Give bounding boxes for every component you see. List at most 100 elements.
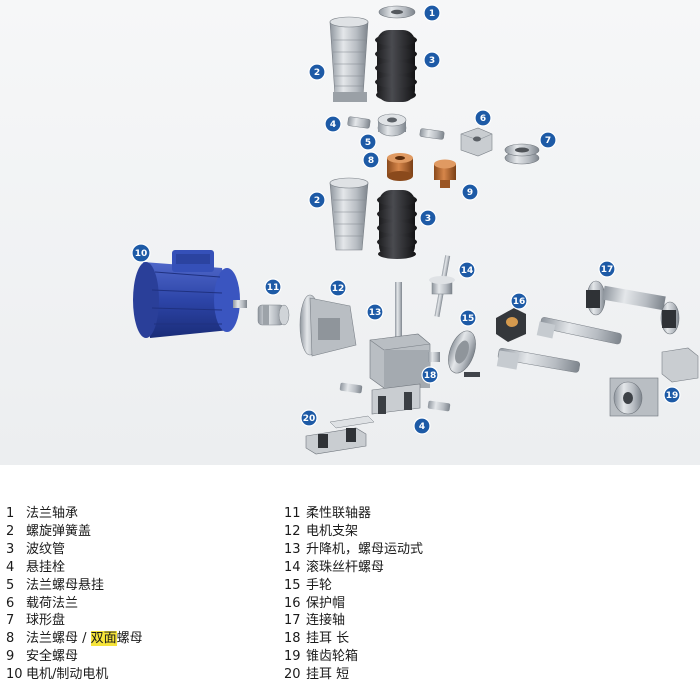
motor-part: [133, 250, 247, 338]
connecting-shaft-part: [586, 280, 680, 335]
legend-number: 17: [284, 613, 301, 629]
callout-16: 16: [510, 292, 528, 310]
callout-11: 11: [264, 278, 282, 296]
svg-text:10: 10: [135, 249, 148, 259]
svg-text:12: 12: [332, 284, 345, 294]
callout-9: 9: [461, 183, 479, 201]
callout-20: 20: [300, 409, 318, 427]
exploded-parts-diagram: 1 2 3 4 5 6 7 8 9 2 3 10 11 12 13 14 15 …: [0, 0, 700, 465]
svg-text:5: 5: [365, 138, 371, 148]
callout-5: 5: [359, 133, 377, 151]
parts-illustration: 1 2 3 4 5 6 7 8 9 2 3 10 11 12 13 14 15 …: [131, 4, 699, 455]
legend-number: 10: [6, 667, 23, 683]
callout-8: 8: [362, 151, 380, 169]
callout-2b: 2: [308, 191, 326, 209]
legend-label: 电机/制动电机: [26, 667, 109, 683]
callout-3b: 3: [419, 209, 437, 227]
legend-number: 5: [6, 577, 15, 593]
svg-text:8: 8: [368, 156, 374, 166]
legend-label: 手轮: [306, 577, 333, 593]
callout-2: 2: [308, 63, 326, 81]
legend-label: 球形盘: [26, 613, 66, 629]
legend-label: 法兰轴承: [26, 506, 79, 521]
hanger-bolt-part: [347, 116, 371, 129]
protection-cap-part: [496, 308, 526, 342]
bellows-part-mid: [377, 190, 417, 259]
handwheel-part: [448, 330, 480, 377]
callout-13: 13: [366, 303, 384, 321]
legend-number: 14: [284, 559, 301, 575]
callout-1: 1: [423, 4, 441, 22]
legend-number: 6: [6, 595, 15, 611]
legend-item: 17 连接轴: [284, 612, 423, 630]
legend-number: 9: [6, 649, 15, 665]
legend-item: 9 安全螺母: [6, 648, 143, 666]
svg-text:3: 3: [429, 56, 435, 66]
callout-19: 19: [663, 386, 681, 404]
spring-cover-part-top: [329, 16, 369, 102]
callout-10: 10: [131, 243, 151, 263]
legend-number: 3: [6, 541, 15, 557]
gearbox-cover-part: [661, 347, 699, 383]
legend-label: 升降机，螺母运动式: [306, 541, 424, 557]
bevel-gearbox-part: [609, 377, 659, 417]
connecting-shaft-coupling-part: [496, 348, 581, 373]
legend-item: 6 载荷法兰: [6, 595, 143, 613]
legend-item: 14 滚珠丝杆螺母: [284, 559, 423, 577]
callout-18: 18: [421, 366, 439, 384]
ballscrew-nut-part: [429, 255, 455, 318]
legend-number: 19: [284, 649, 301, 665]
hanger-lug-short-part: [305, 415, 375, 455]
callout-7: 7: [539, 131, 557, 149]
hanger-lug-long-part: [339, 382, 451, 415]
svg-text:4: 4: [419, 422, 425, 432]
safety-nut-part: [434, 159, 456, 188]
callout-6: 6: [474, 109, 492, 127]
legend-number: 16: [284, 595, 301, 611]
motor-bracket-part: [299, 294, 357, 357]
legend-label: 连接轴: [306, 613, 346, 629]
svg-text:9: 9: [467, 188, 473, 198]
legend-label: 悬挂栓: [26, 559, 66, 575]
svg-text:15: 15: [462, 314, 475, 324]
legend-label: 法兰螺母悬挂: [26, 577, 105, 593]
legend-number: 18: [284, 631, 301, 647]
legend-label: 电机支架: [306, 523, 359, 539]
legend-label: 载荷法兰: [26, 595, 79, 611]
legend-number: 12: [284, 523, 301, 539]
legend-item: 2 螺旋弹簧盖: [6, 523, 143, 541]
legend-number: 7: [6, 613, 15, 629]
svg-text:3: 3: [425, 214, 431, 224]
legend-number: 2: [6, 523, 15, 539]
legend-label: 安全螺母: [26, 649, 79, 665]
legend-number: 20: [284, 667, 301, 683]
svg-text:1: 1: [429, 9, 435, 19]
legend-number: 8: [6, 631, 15, 647]
legend-number: 4: [6, 559, 15, 575]
spring-cover-part-mid: [329, 177, 369, 251]
legend-number: 15: [284, 577, 301, 593]
svg-text:13: 13: [369, 308, 382, 318]
svg-text:7: 7: [545, 136, 551, 146]
svg-text:2: 2: [314, 196, 320, 206]
bronze-flange-nut-part: [387, 153, 413, 181]
legend-label: 滚珠丝杆螺母: [306, 559, 385, 575]
legend-item: 12 电机支架: [284, 523, 423, 541]
legend-label: 锥齿轮箱: [306, 649, 359, 665]
hanger-pin-part: [419, 128, 445, 140]
legend-label: 螺旋弹簧盖: [26, 523, 92, 539]
legend-item: 5 法兰螺母悬挂: [6, 577, 143, 595]
flange-bearing-part: [378, 5, 416, 19]
svg-text:11: 11: [267, 283, 280, 293]
connecting-shaft-short-part: [536, 317, 622, 345]
legend-item: 4 悬挂栓: [6, 559, 143, 577]
svg-text:20: 20: [303, 414, 316, 424]
svg-text:2: 2: [314, 68, 320, 78]
